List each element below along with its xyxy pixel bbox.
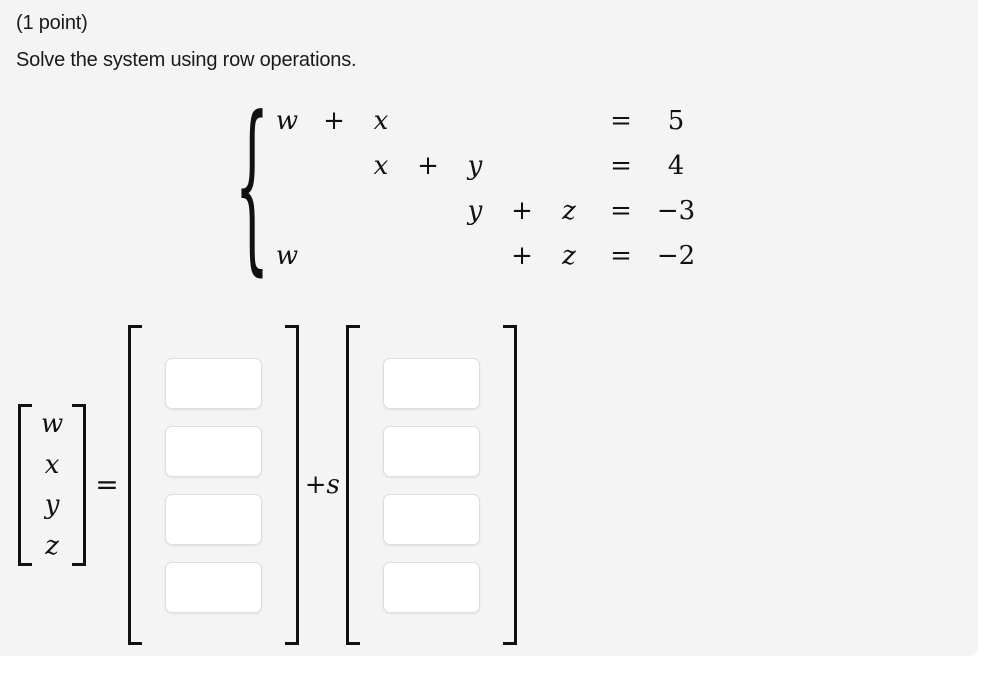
free-parameter-input-row-1[interactable] — [382, 357, 480, 409]
points-label: (1 point) — [16, 12, 88, 34]
plus-s-label: +s — [305, 472, 340, 498]
plus-operator: + — [304, 470, 327, 500]
free-parameter-right-bracket — [502, 325, 517, 645]
variable-vector-right-bracket — [72, 404, 87, 566]
scalar-s: s — [326, 470, 340, 500]
free-parameter-left-bracket — [345, 325, 360, 645]
equation-2-rhs: 4 — [667, 150, 685, 181]
equations-grid: w + x = 5 x + y = 4 y + z — [263, 98, 703, 278]
particular-vector-left-bracket — [127, 325, 142, 645]
particular-vector-right-bracket — [284, 325, 299, 645]
particular-input-row-2[interactable] — [164, 425, 262, 477]
prompt-text: Solve the system using row operations. — [16, 49, 357, 71]
equation-2-operator-2: + — [417, 150, 439, 181]
equation-1-operator-1: + — [323, 105, 345, 136]
equation-1-relation: = — [610, 105, 632, 136]
variable-vector-entry-z: z — [45, 530, 59, 561]
free-parameter-vector — [345, 325, 517, 645]
equation-3-operator-3: + — [511, 195, 533, 226]
equation-1-rhs: 5 — [667, 105, 685, 136]
equals-sign: = — [95, 468, 119, 501]
equation-1-w-term: w — [275, 105, 299, 136]
free-parameter-input-row-4[interactable] — [382, 561, 480, 613]
equation-2-relation: = — [610, 150, 632, 181]
equation-3-rhs: −3 — [656, 195, 696, 226]
solution-expression: w x y z = +s — [18, 325, 517, 645]
particular-solution-vector — [127, 325, 299, 645]
equation-4-z-term: z — [562, 240, 576, 271]
system-brace: { — [234, 81, 270, 295]
equation-3-relation: = — [610, 195, 632, 226]
variable-vector-entry-w: w — [41, 409, 64, 440]
particular-input-row-4[interactable] — [164, 561, 262, 613]
equation-3-y-term: y — [467, 195, 483, 226]
variable-vector-left-bracket — [18, 404, 32, 566]
free-parameter-input-row-3[interactable] — [382, 493, 480, 545]
equation-2-x-term: x — [373, 150, 389, 181]
equation-3-z-term: z — [562, 195, 576, 226]
variable-vector-entry-x: x — [44, 449, 60, 480]
equation-4-operator-3: + — [511, 240, 533, 271]
particular-input-row-3[interactable] — [164, 493, 262, 545]
equation-2-y-term: y — [467, 150, 483, 181]
equation-4-rhs: −2 — [656, 240, 696, 271]
system-of-equations: { w + x = 5 x + y = 4 — [235, 96, 703, 281]
equation-1-x-term: x — [373, 105, 389, 136]
free-parameter-input-row-2[interactable] — [382, 425, 480, 477]
particular-input-row-1[interactable] — [164, 357, 262, 409]
equation-4-relation: = — [610, 240, 632, 271]
equation-4-w-term: w — [275, 240, 299, 271]
variable-vector-entry-y: y — [44, 490, 60, 521]
problem-panel: (1 point) Solve the system using row ope… — [0, 0, 978, 656]
variable-vector: w x y z — [18, 404, 87, 566]
